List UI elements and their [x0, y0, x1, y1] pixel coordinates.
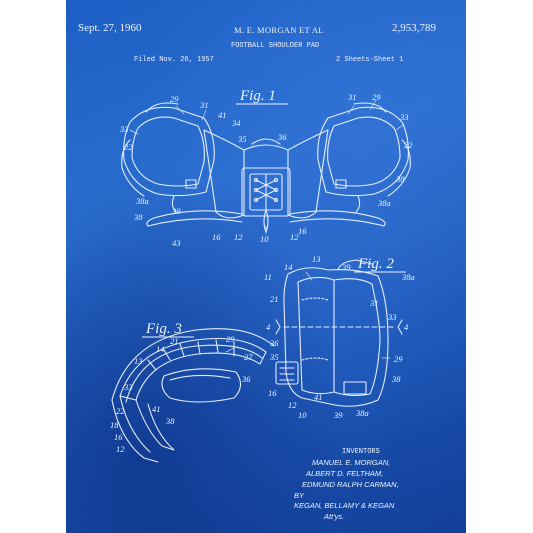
- ref-label: 41: [152, 404, 161, 414]
- ref-label: 35: [269, 352, 279, 362]
- patent-title: FOOTBALL SHOULDER PAD: [231, 42, 320, 50]
- fig1-title: Fig. 1: [239, 88, 276, 104]
- by-label: BY: [294, 491, 305, 500]
- ref-label: 38a: [355, 408, 369, 418]
- ref-label: 22: [116, 406, 125, 416]
- ref-label: 36: [277, 132, 287, 142]
- ref-label: 29: [394, 354, 403, 364]
- ref-label: 29: [372, 92, 381, 102]
- fig2-title: Fig. 2: [357, 256, 394, 272]
- ref-label: 36: [241, 374, 251, 384]
- ref-label: 38a: [135, 196, 149, 206]
- fig1-drawing: [121, 102, 411, 233]
- ref-label: 16: [114, 432, 123, 442]
- blueprint-sheet: Sept. 27, 1960 M. E. MORGAN ET AL 2,953,…: [66, 0, 466, 533]
- ref-label: 38: [395, 174, 405, 184]
- ref-label: 38a: [401, 272, 415, 282]
- ref-label: 18: [110, 420, 119, 430]
- ref-label: 10: [298, 410, 307, 420]
- ref-label: 38a: [377, 198, 391, 208]
- ref-label: 16: [212, 232, 221, 242]
- ref-label: 13: [312, 254, 321, 264]
- ref-label: 12: [234, 232, 243, 242]
- ref-label: 41: [218, 110, 227, 120]
- ref-label: 31: [369, 298, 379, 308]
- ref-label: 43: [172, 238, 181, 248]
- ref-label: 38: [133, 212, 143, 222]
- ref-label: 22: [404, 140, 413, 150]
- inventor-line-1: MANUEL E. MORGAN,: [312, 458, 391, 467]
- ref-label: 39: [333, 410, 343, 420]
- ref-label: 41: [314, 392, 323, 402]
- ref-label: 31: [199, 100, 209, 110]
- ref-label: 12: [290, 232, 299, 242]
- inventor-line-2: ALBERT D. FELTHAM,: [306, 469, 384, 478]
- ref-label: 14: [156, 344, 165, 354]
- attys-line: Att'ys.: [324, 512, 345, 521]
- ref-label: 10: [260, 234, 269, 244]
- ref-label: 29: [226, 334, 235, 344]
- ref-label: 33: [387, 312, 397, 322]
- ref-label: 14: [284, 262, 293, 272]
- patent-number: 2,953,789: [392, 22, 436, 34]
- fig2-reference-labels: 13 14 11 39 38a 31 33 4 4 29 38 16 41 12…: [264, 254, 415, 420]
- ref-label: 35: [237, 134, 247, 144]
- attorneys-line: KEGAN, BELLAMY & KEGAN: [294, 501, 395, 510]
- fig3-reference-labels: 21 29 14 27 13 33 36 22 18 16 12 41 38: [110, 334, 253, 454]
- leader-lines: [129, 99, 405, 359]
- filed-date: Filed Nov. 26, 1957: [134, 56, 214, 64]
- ref-label: 29: [170, 94, 179, 104]
- ref-label: 38: [391, 374, 401, 384]
- ref-label: 11: [264, 272, 272, 282]
- fig3-drawing: [111, 328, 275, 463]
- ref-label: 33: [123, 382, 133, 392]
- ref-label: 12: [288, 400, 297, 410]
- ref-label: 16: [298, 226, 307, 236]
- sheet-count: 2 Sheets-Sheet 1: [336, 56, 404, 64]
- ref-label: 33: [119, 124, 129, 134]
- ref-label: 12: [116, 444, 125, 454]
- ref-label: 27: [244, 352, 253, 362]
- fig2-drawing: [275, 259, 403, 407]
- ref-label: 39: [171, 206, 181, 216]
- fig-underlines: [142, 103, 406, 338]
- fig3-title: Fig. 3: [145, 321, 182, 337]
- ref-label: 13: [134, 356, 143, 366]
- ref-label: 31: [347, 92, 357, 102]
- ref-label: 34: [231, 118, 241, 128]
- ref-label: 4: [404, 322, 409, 332]
- ref-label: 16: [268, 388, 277, 398]
- ref-label: 36: [269, 338, 279, 348]
- ref-label: 39: [341, 262, 351, 272]
- ref-label: 33: [399, 112, 409, 122]
- ref-label: 22: [124, 142, 133, 152]
- inventor-line-3: EDMUND RALPH CARMAN,: [302, 480, 399, 489]
- fig1-reference-labels: 29 31 33 22 41 34 35 36 31 29 33 22 38 3…: [119, 92, 413, 248]
- patent-drawings: Fig. 1 Fig. 2 Fig. 3 29 31 33 22 41 34 3…: [110, 88, 415, 463]
- ref-label: 4: [266, 322, 271, 332]
- ref-label: 38: [165, 416, 175, 426]
- inventor-heading: M. E. MORGAN ET AL: [234, 25, 324, 35]
- ref-label: 21: [270, 294, 279, 304]
- ref-label: 21: [170, 336, 179, 346]
- inventors-heading: INVENTORS: [342, 448, 380, 456]
- patent-date: Sept. 27, 1960: [78, 22, 142, 34]
